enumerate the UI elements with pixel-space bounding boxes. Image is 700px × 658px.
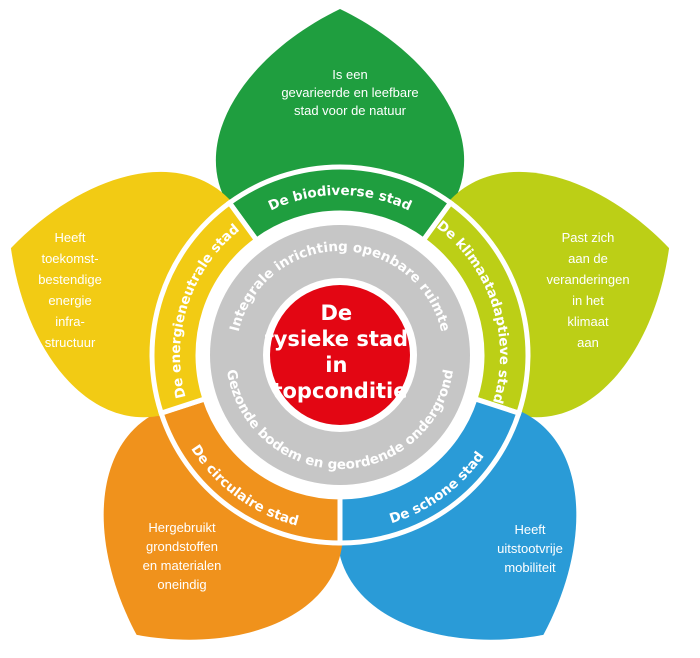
petal-description: Hergebruikt grondstoffen en materialen onei… bbox=[143, 520, 222, 592]
petal-line: toekomst- bbox=[41, 251, 98, 266]
petal-line: Past zich bbox=[562, 230, 615, 245]
petal-line: Heeft bbox=[514, 522, 545, 537]
petal-line: Heeft bbox=[54, 230, 85, 245]
center-line: fysieke stad bbox=[265, 327, 408, 351]
petal-line: oneindig bbox=[157, 577, 206, 592]
petal-line: energie bbox=[48, 293, 91, 308]
petal-line: en materialen bbox=[143, 558, 222, 573]
petal-description: Heeft uitstootvrije mobiliteit bbox=[497, 522, 563, 575]
petal-description: Is een gevarieerde en leefbare stad voor d… bbox=[281, 67, 418, 118]
petal-line: grondstoffen bbox=[146, 539, 218, 554]
center-line: in bbox=[325, 353, 347, 377]
petal-line: gevarieerde en leefbare bbox=[281, 85, 418, 100]
center-line: topconditie bbox=[272, 379, 407, 403]
petal-description: Heeft toekomst-bestendige energie infra-str… bbox=[38, 230, 102, 350]
petal-line: aan de bbox=[568, 251, 608, 266]
petal-line: klimaat bbox=[567, 314, 609, 329]
petal-line: Hergebruikt bbox=[148, 520, 216, 535]
segment-band bbox=[149, 199, 261, 417]
petal bbox=[337, 410, 577, 640]
petal-line: bestendige bbox=[38, 272, 102, 287]
center-title: De fysieke stad in topconditie bbox=[265, 301, 416, 403]
petal-line: structuur bbox=[45, 335, 96, 350]
petal-line: Is een bbox=[332, 67, 367, 82]
petal-line: mobiliteit bbox=[504, 560, 556, 575]
petal-description: Past zich aan de veranderingen in het klimaa… bbox=[546, 230, 629, 350]
petal-line: veranderingen bbox=[546, 272, 629, 287]
petal-line: aan bbox=[577, 335, 599, 350]
petal-line: infra- bbox=[55, 314, 85, 329]
petal bbox=[215, 9, 465, 205]
petal-line: stad voor de natuur bbox=[294, 103, 407, 118]
petal-line: in het bbox=[572, 293, 604, 308]
petal-line: uitstootvrije bbox=[497, 541, 563, 556]
center-circle bbox=[270, 285, 410, 425]
petal bbox=[103, 410, 343, 640]
center-line: De bbox=[321, 301, 353, 325]
